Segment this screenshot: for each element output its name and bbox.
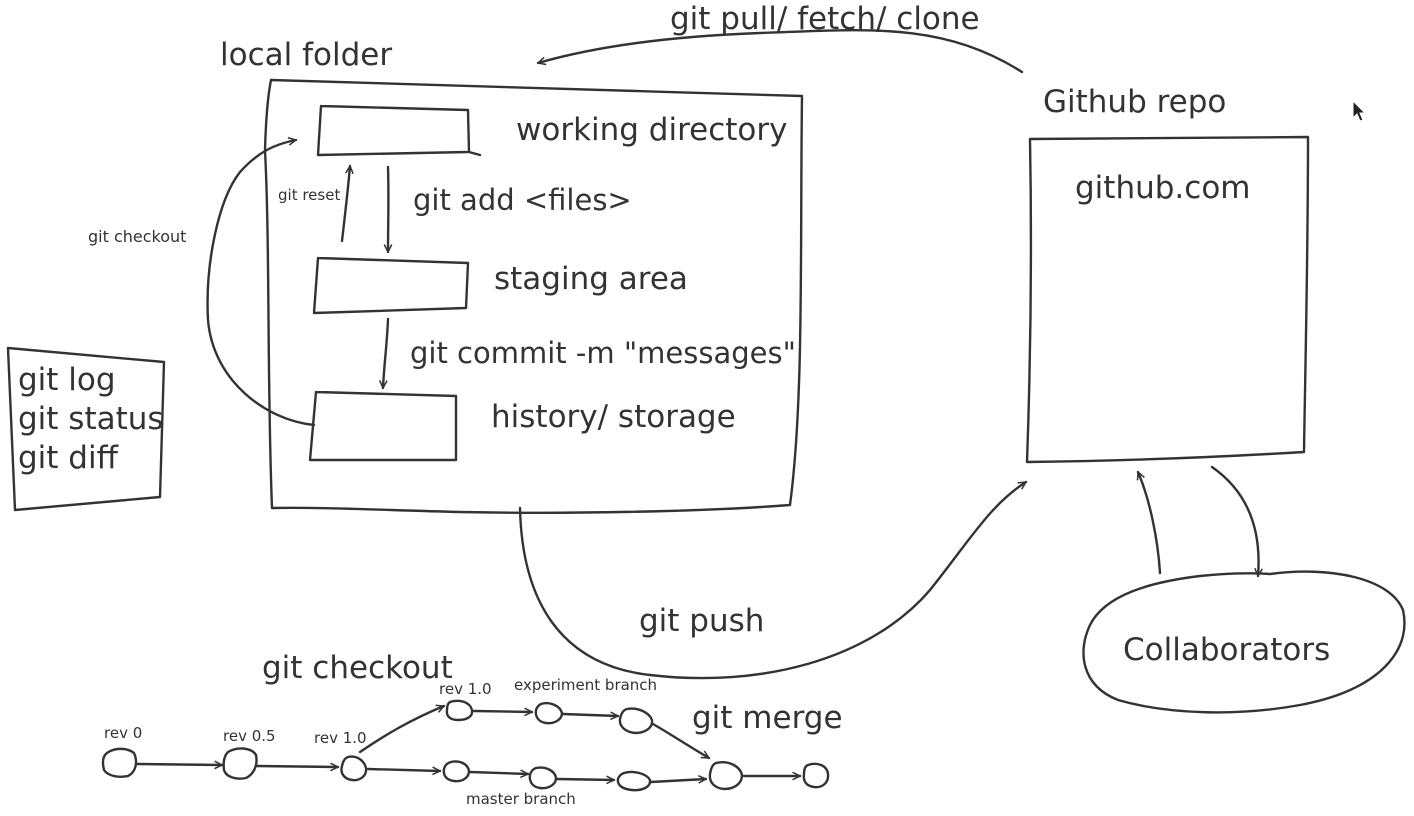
working-directory-label: working directory: [516, 112, 788, 148]
mouse-pointer-icon: [1352, 100, 1367, 122]
staging-area-label: staging area: [494, 261, 688, 297]
commit-node-rev0: [101, 747, 138, 778]
commit-edge: [468, 772, 530, 774]
commit-node-merge: [708, 761, 744, 791]
rev10-branch-label: rev 1.0: [439, 680, 492, 698]
working-directory-box: [316, 104, 482, 157]
commit-node-exp3: [618, 707, 654, 735]
commit-edge: [561, 714, 620, 716]
commit-node-exp2: [534, 701, 564, 725]
github-url-label: github.com: [1075, 170, 1251, 206]
commit-node-m1: [442, 760, 471, 783]
commit-edge-merge: [651, 722, 709, 760]
git-push-label: git push: [639, 603, 765, 639]
history-storage-label: history/ storage: [491, 399, 736, 435]
git-checkout-side-label: git checkout: [88, 227, 187, 246]
git-pull-arrow: [538, 29, 1024, 74]
commit-edge: [555, 779, 616, 780]
git-reset-arrow: [340, 164, 350, 243]
rev05-label: rev 0.5: [223, 727, 276, 745]
commit-node-rev10: [340, 755, 368, 782]
history-storage-box: [308, 390, 458, 462]
commit-node-latest: [802, 762, 830, 789]
git-pull-label: git pull/ fetch/ clone: [670, 1, 980, 37]
staging-area-box: [312, 256, 470, 315]
commit-node-rev05: [222, 747, 258, 780]
github-repo-box: [1025, 135, 1310, 464]
git-commit-arrow: [383, 317, 390, 390]
local-folder-box: [263, 78, 804, 514]
git-checkout-arrow: [206, 140, 316, 427]
commit-edge: [135, 764, 224, 765]
commit-edge: [472, 711, 534, 712]
commit-edge: [255, 766, 340, 767]
git-merge-label: git merge: [692, 700, 843, 736]
collaborators-label: Collaborators: [1123, 632, 1331, 668]
git-status-command: git status: [18, 401, 164, 437]
commit-node-exp1: [445, 699, 474, 722]
github-to-collaborators-arrow: [1210, 465, 1259, 578]
rev10-label: rev 1.0: [314, 729, 367, 747]
rev0-label: rev 0: [104, 724, 143, 742]
git-reset-label: git reset: [278, 186, 341, 204]
experiment-branch-label: experiment branch: [514, 676, 658, 694]
master-branch-label: master branch: [466, 790, 576, 808]
git-add-label: git add <files>: [413, 183, 632, 217]
branch-git-checkout-label: git checkout: [262, 650, 453, 686]
github-repo-title: Github repo: [1043, 84, 1227, 120]
local-folder-title: local folder: [220, 37, 393, 73]
info-commands-list: git log git status git diff: [18, 361, 164, 478]
commit-edge: [649, 779, 708, 782]
info-commands-box: [6, 346, 166, 512]
git-log-command: git log: [18, 362, 116, 398]
commit-node-m2: [528, 766, 558, 790]
git-push-arrow: [518, 480, 1026, 680]
collaborators-cloud: [1082, 570, 1406, 714]
commit-edge: [358, 706, 444, 754]
git-commit-label: git commit -m "messages": [410, 336, 796, 370]
collaborators-to-github-arrow: [1138, 472, 1162, 575]
commit-edge: [366, 769, 442, 771]
commit-node-m3: [616, 770, 652, 792]
git-diff-command: git diff: [18, 440, 118, 476]
